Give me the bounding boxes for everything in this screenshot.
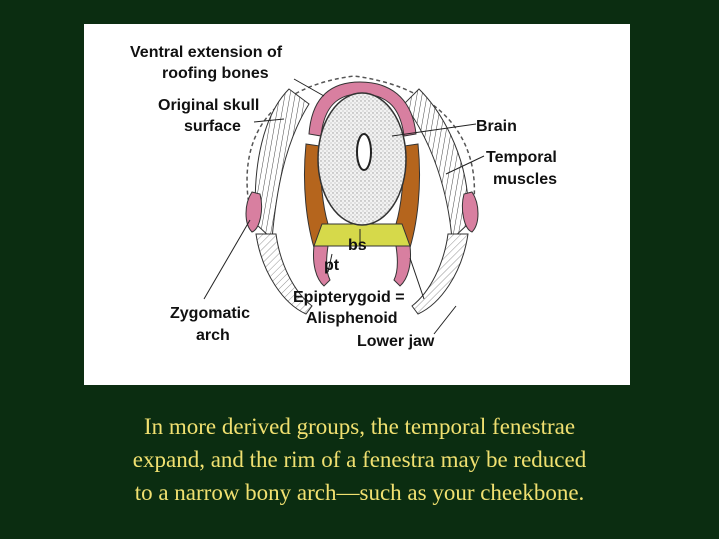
leader-lines	[203, 78, 485, 335]
label-zygomatic-line2: arch	[196, 327, 230, 344]
brain-ventricle	[356, 133, 372, 171]
original-skull-surface-outline	[246, 75, 476, 230]
caption-line-2: expand, and the rim of a fenestra may be…	[132, 447, 587, 472]
label-brain: Brain	[476, 118, 517, 135]
label-ventral-extension-line2: roofing bones	[162, 65, 269, 82]
label-lower-jaw: Lower jaw	[357, 333, 435, 350]
label-bs: bs	[348, 237, 367, 254]
pterygoid-right	[393, 245, 411, 287]
label-pt: pt	[324, 257, 340, 274]
skull-cross-section-diagram: Ventral extension of roofing bones Origi…	[130, 44, 557, 350]
pterygoid-left	[313, 245, 331, 287]
caption-line-1: In more derived groups, the temporal fen…	[143, 414, 576, 439]
label-temporal-muscles-line2: muscles	[493, 171, 557, 188]
zygomatic-bone-right	[461, 191, 479, 233]
label-epipterygoid-line2: Alisphenoid	[306, 310, 398, 327]
label-original-skull-line2: surface	[184, 118, 241, 135]
temporal-muscle-left	[254, 88, 310, 241]
label-zygomatic-line1: Zygomatic	[170, 305, 250, 322]
roofing-bones	[308, 81, 417, 137]
lower-jaw-left	[255, 233, 313, 315]
skull-cross-section-figure: Ventral extension of roofing bones Origi…	[84, 24, 630, 385]
label-original-skull-line1: Original skull	[158, 97, 259, 114]
caption-line-3: to a narrow bony arch—such as your cheek…	[134, 480, 585, 505]
label-epipterygoid-line1: Epipterygoid =	[293, 289, 405, 306]
zygomatic-bone-left	[245, 191, 263, 233]
lower-jaw-right	[411, 233, 469, 315]
slide-caption: In more derived groups, the temporal fen…	[0, 410, 719, 509]
label-temporal-muscles-line1: Temporal	[486, 149, 557, 166]
label-ventral-extension-line1: Ventral extension of	[130, 44, 283, 61]
